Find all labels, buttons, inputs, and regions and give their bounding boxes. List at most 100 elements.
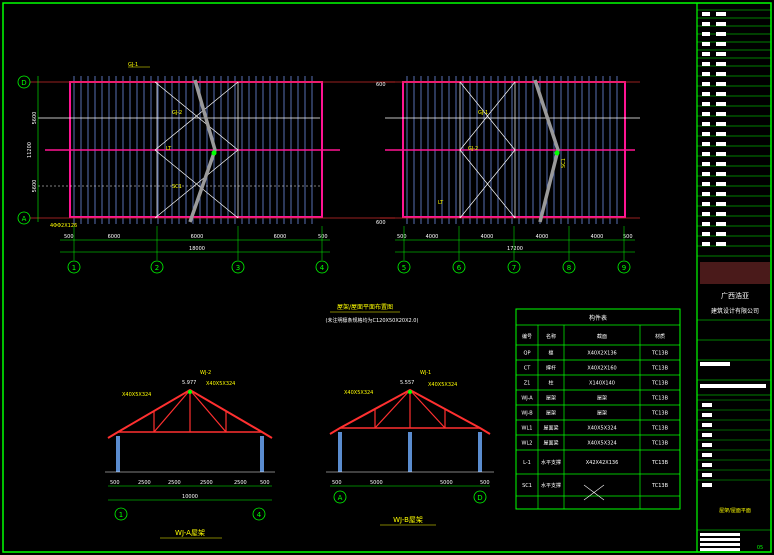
title-block-rows	[697, 9, 771, 551]
plan-right-span-3: 4000	[536, 234, 549, 240]
plan-left-grid-label: 2	[155, 264, 159, 272]
table-cell: TC13B	[651, 426, 669, 432]
table-cell: 屋面梁	[543, 425, 558, 432]
table-cell: WJ-A	[521, 396, 533, 402]
title-block-field	[700, 548, 740, 551]
title-block-field	[716, 32, 726, 36]
section-a-column-left	[116, 436, 120, 472]
grid-label-A: A	[22, 215, 27, 223]
table-header-1: 名称	[546, 333, 556, 340]
section-a-web	[153, 389, 227, 433]
title-block-field	[702, 242, 710, 246]
title-block-field	[702, 52, 710, 56]
plan-right-grid-bubble	[562, 260, 576, 274]
section-b-dim-2: 5000	[370, 480, 383, 486]
table-cell: TC13B	[651, 460, 669, 466]
plan-left-tag-1: GJ-1	[128, 62, 138, 68]
table-cell: 檩	[548, 350, 553, 357]
grid-bubble-D	[17, 75, 31, 89]
plan-right-grid-label: 9	[622, 264, 626, 272]
plan-left-tag-4: SC1	[172, 184, 182, 190]
plan-left-vdim-3: 5600	[32, 180, 38, 193]
plan-right-tag-3: LT	[438, 200, 444, 206]
title-block-field	[702, 152, 710, 156]
title-block-field	[716, 52, 726, 56]
plan-left-grid-bubble	[231, 260, 245, 274]
plan-right-tag-1: GJ-1	[478, 110, 488, 116]
title-block-field	[702, 82, 710, 86]
table-cell: X140X140	[589, 381, 615, 387]
title-block-field	[716, 162, 726, 166]
plan-left-span-3: 6000	[274, 234, 287, 240]
title-block-field	[702, 182, 710, 186]
section-b-grid-1: A	[338, 494, 343, 502]
plan-right-tag-2: GJ-2	[468, 146, 478, 152]
table-cell: L-1	[523, 460, 531, 466]
table-cell: Z1	[524, 381, 531, 387]
title-block-field	[702, 443, 712, 447]
title-block-field	[716, 212, 726, 216]
table-cell: QP	[524, 351, 531, 357]
title-block-field	[716, 42, 726, 46]
title-block-field	[702, 22, 710, 26]
section-wj-b: 5.557 WJ-1 X40X5X324 X40X5X324 500 5000 …	[326, 370, 494, 526]
table-cell: WL1	[522, 426, 533, 432]
title-block-field	[716, 122, 726, 126]
section-a-dim-1: 500	[110, 480, 120, 486]
title-block-field	[700, 362, 730, 366]
section-a-peak: 5.977	[182, 380, 196, 386]
table-cell: X40X2X160	[587, 366, 616, 372]
section-a-column-right	[260, 436, 264, 472]
section-b-bubble-1	[333, 490, 347, 504]
section-a-beam-2: X40X5X324	[206, 381, 235, 387]
table-cell: TC13B	[651, 381, 669, 387]
plan-left-span-2: 6000	[191, 234, 204, 240]
plan-left-edge-2: 500	[318, 234, 328, 240]
table-title: 构件表	[589, 314, 607, 322]
table-cell: TC13B	[651, 411, 669, 417]
section-a-dim-3: 2500	[168, 480, 181, 486]
section-a-grid-1: 1	[119, 511, 123, 519]
title-block-field	[702, 433, 712, 437]
title-block-field	[702, 423, 712, 427]
table-cell: 屋架	[597, 396, 607, 402]
section-b-column-right	[478, 432, 482, 472]
title-block-field	[702, 112, 710, 116]
plan-right-span-1: 4000	[426, 234, 439, 240]
plan-right-total: 17200	[507, 246, 523, 252]
table-cell: 柱	[548, 380, 553, 387]
table-cell: WL2	[522, 441, 533, 447]
roof-plan-right: GJ-1 GJ-2 LT SC1 600 600 500 4000 4000 4…	[376, 76, 640, 274]
title-block-field	[702, 132, 710, 136]
title-block-field	[702, 192, 710, 196]
title-block-company-2: 建筑设计有限公司	[711, 307, 759, 315]
table-cell: X40X5X324	[587, 441, 616, 447]
roof-plan-left: GJ-1 GJ-2 LT SC1 4ΦΦ2X126 D A 5600 11200…	[17, 62, 395, 274]
table-cell: X40X2X136	[587, 351, 616, 357]
section-a-dim-6: 500	[260, 480, 270, 486]
title-block-field	[702, 403, 712, 407]
title-block-field	[716, 192, 726, 196]
table-cell: 撑杆	[546, 365, 556, 372]
section-b-column-mid	[408, 432, 412, 472]
title-block-field	[716, 112, 726, 116]
section-a-dim-4: 2500	[200, 480, 213, 486]
table-cell: TC13B	[651, 366, 669, 372]
plan-left-tag-2: GJ-2	[172, 110, 182, 116]
plan-right-edge-1: 500	[397, 234, 407, 240]
title-block-field	[702, 12, 710, 16]
title-block-field	[716, 222, 726, 226]
section-a-bubble-2	[252, 507, 266, 521]
title-block-field	[702, 142, 710, 146]
section-a-beam-1: X40X5X324	[122, 392, 151, 398]
title-block-field	[700, 538, 740, 541]
title-block-sheet: 05	[757, 545, 763, 551]
plan-right-span-4: 4000	[591, 234, 604, 240]
plan-right-grid-bubble	[617, 260, 631, 274]
section-b-peak-node	[408, 390, 412, 394]
table-cell: TC13B	[651, 396, 669, 402]
section-a-title: WJ-A屋架	[175, 529, 205, 537]
plan-right-diagonal-brace	[533, 79, 560, 223]
title-block-field	[716, 62, 726, 66]
